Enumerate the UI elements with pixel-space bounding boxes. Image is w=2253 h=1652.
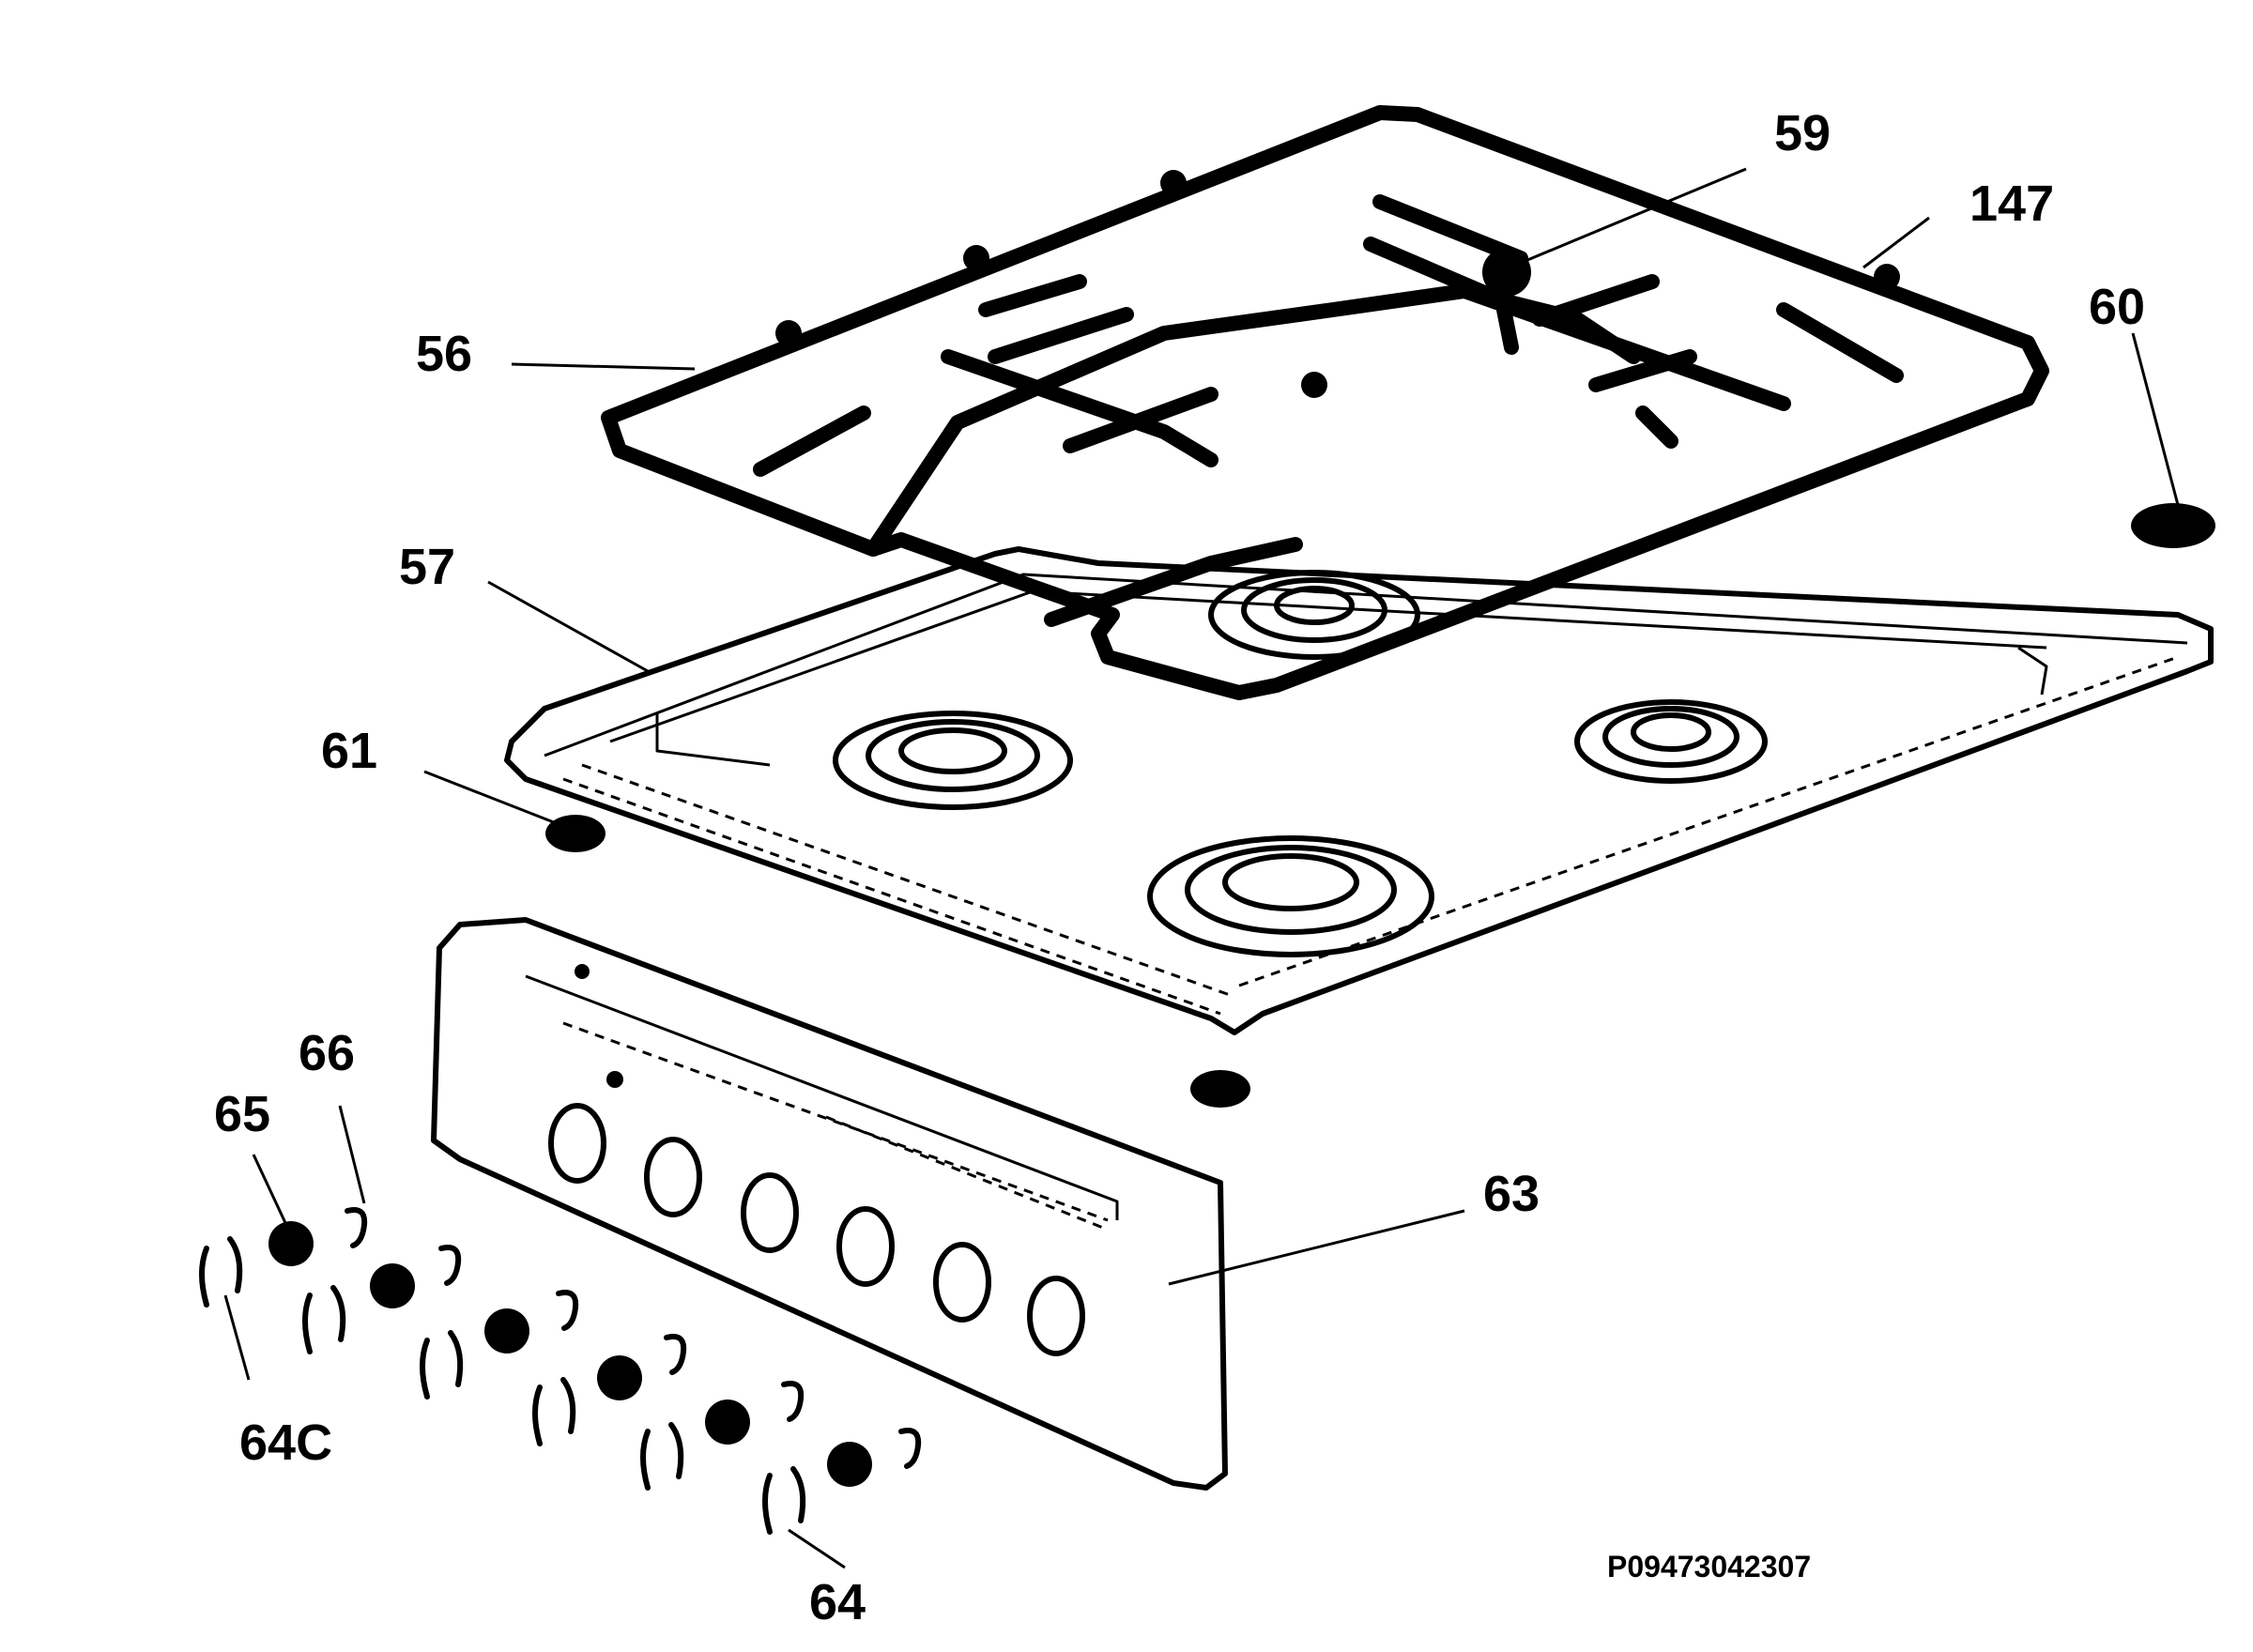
knob-holes [548, 1103, 1085, 1356]
callout-66: 66 [299, 1025, 355, 1081]
callout-56: 56 [416, 326, 472, 382]
callout-59: 59 [1774, 105, 1831, 161]
knob-assemblies [199, 1207, 922, 1535]
hob-top-plate [504, 546, 2214, 1035]
burner-front-center [1147, 835, 1434, 957]
callout-147: 147 [1969, 176, 2054, 232]
callout-65: 65 [214, 1086, 270, 1142]
burner-front-left [833, 711, 1073, 810]
callout-61: 61 [321, 723, 377, 779]
callout-64: 64 [809, 1574, 866, 1630]
burner-rear-center [1208, 570, 1420, 660]
pan-support-grid [601, 105, 2049, 700]
leader-lines [223, 167, 2180, 1569]
control-panel [431, 917, 1228, 1491]
callout-64c: 64C [239, 1415, 332, 1471]
callout-labels: 56 57 59 147 60 61 63 66 65 64C 64 [214, 105, 2145, 1630]
callout-57: 57 [399, 539, 455, 595]
rubber-foot-front [1190, 1070, 1250, 1108]
callout-63: 63 [1483, 1166, 1540, 1222]
rubber-foot-61 [545, 815, 605, 852]
callout-60: 60 [2089, 279, 2145, 335]
rubber-foot-60 [2131, 503, 2215, 548]
burner-rear-right [1574, 699, 1768, 784]
document-code: P09473042307 [1607, 1550, 1811, 1583]
